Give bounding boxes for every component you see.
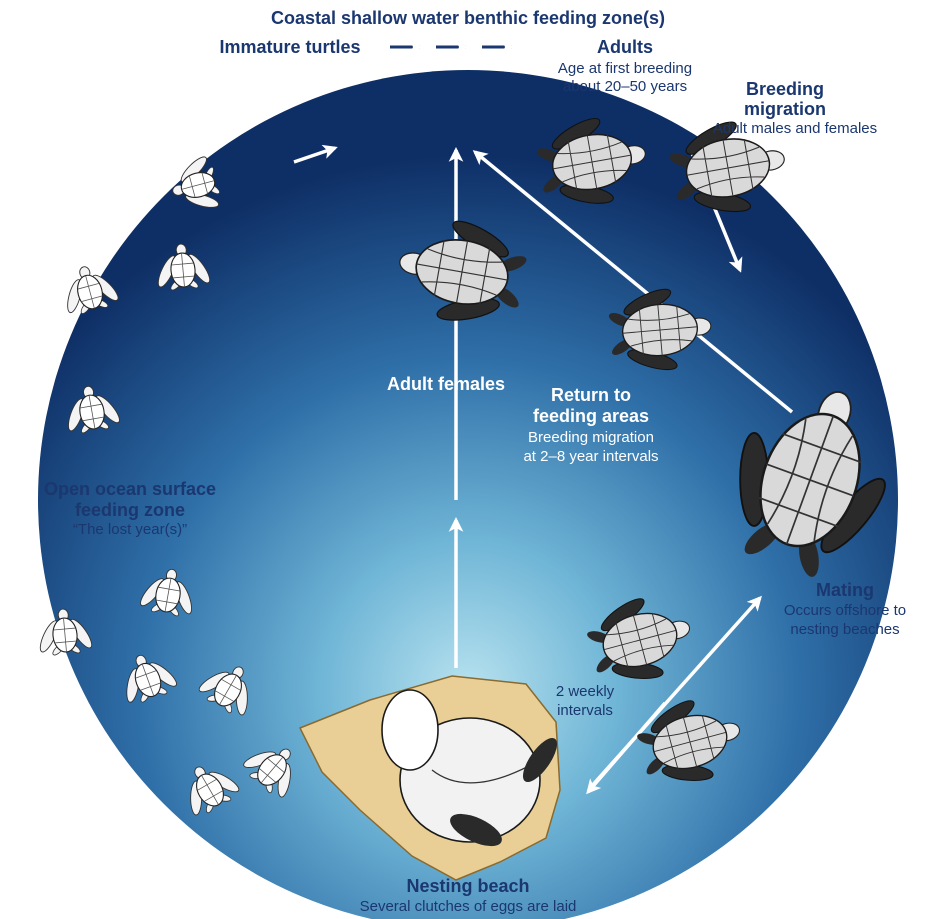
weekly-label-2: intervals <box>557 702 613 719</box>
mating-sub-1: Occurs offshore to <box>783 602 907 619</box>
return-sub-1: Breeding migration <box>528 429 654 446</box>
mating-title: Mating <box>816 580 874 600</box>
immature-turtles-label: Immature turtles <box>219 37 361 57</box>
adults-title: Adults <box>597 37 653 57</box>
arrow-icon-immature-to-coastal <box>293 144 338 164</box>
open-ocean-title-1: Open ocean surface <box>43 479 217 499</box>
breeding-title-2: migration <box>743 99 826 119</box>
nesting-beach-sub: Several clutches of eggs are laid <box>359 898 577 915</box>
arrow-icon-mating-lower <box>586 701 667 795</box>
open-ocean-title-2: feeding zone <box>74 500 185 520</box>
adults-sub-2: about 20–50 years <box>562 78 688 95</box>
nesting-turtle-icon <box>381 689 558 847</box>
adult-females-label: Adult females <box>386 374 506 394</box>
weekly-label-1: 2 weekly <box>555 683 615 700</box>
return-title-1: Return to <box>551 385 631 405</box>
open-ocean-sub: “The lost year(s)” <box>72 521 188 538</box>
return-title-2: feeding areas <box>532 406 650 426</box>
nesting-beach-title: Nesting beach <box>406 876 530 896</box>
mating-sub-2: nesting beaches <box>790 621 900 638</box>
return-sub-2: at 2–8 year intervals <box>523 448 659 465</box>
breeding-sub: Adult males and females <box>712 120 878 137</box>
adults-sub-1: Age at first breeding <box>557 60 693 77</box>
breeding-title-1: Breeding <box>745 79 824 99</box>
coastal-zone-title: Coastal shallow water benthic feeding zo… <box>270 8 666 28</box>
arrow-icon-return-feeding <box>472 150 794 414</box>
